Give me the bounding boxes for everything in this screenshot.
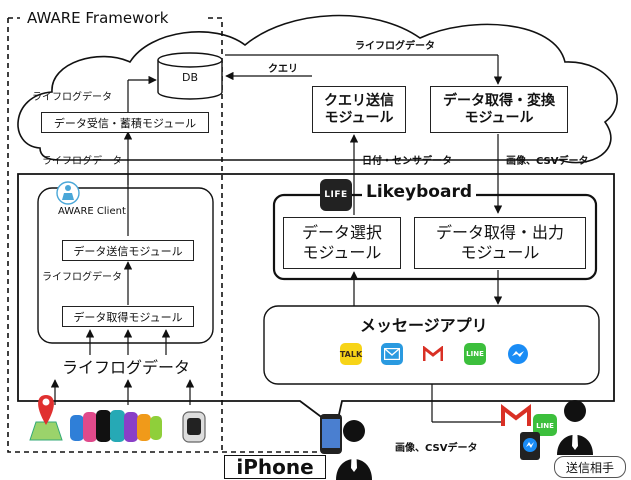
iphone-label-box: iPhone	[224, 455, 326, 479]
data-select-module-line1: データ選択	[301, 223, 382, 242]
likeyboard-logo: LIFE	[320, 179, 352, 211]
cloud-outline	[17, 14, 618, 164]
kakaotalk-icon: TALK	[340, 343, 362, 365]
query-send-module-line2: モジュール	[324, 109, 394, 126]
query-label: クエリ	[268, 64, 298, 75]
aware-client-title: AWARE Client	[58, 206, 126, 217]
data-acquire-module-label: データ取得モジュール	[73, 310, 183, 324]
recipient-label-box: 送信相手	[554, 456, 626, 478]
data-send-module-label: データ送信モジュール	[73, 244, 183, 258]
db-label: DB	[181, 71, 199, 84]
gmail-icon	[422, 343, 444, 365]
lifelog-label-left-top: ライフログデータ	[32, 92, 112, 103]
image-csv-data-label-top: 画像、CSVデータ	[506, 156, 589, 167]
likeyboard-logo-text: LIFE	[324, 190, 348, 200]
line-icon-text: LINE	[466, 350, 484, 358]
recipient-phone-icon	[520, 432, 540, 460]
user-person-icon	[336, 420, 372, 480]
lifelog-label-big: ライフログデータ	[62, 358, 191, 377]
recipient-gmail-icon	[501, 403, 531, 428]
lifelog-label-client: ライフログデータ	[42, 272, 122, 283]
aware-client-frame	[37, 187, 214, 344]
query-send-module-line1: クエリ送信	[324, 92, 394, 109]
location-map-icon	[29, 395, 63, 441]
lifelog-label-cloud-top: ライフログデータ	[355, 41, 435, 52]
db-cylinder	[157, 52, 223, 100]
data-acquire-output-module: データ取得・出力 モジュール	[414, 217, 586, 269]
date-sensor-data-label: 日付・センサデータ	[362, 156, 452, 167]
data-receive-store-module: データ受信・蓄積モジュール	[41, 112, 209, 133]
wearable-bands-icon	[70, 410, 162, 442]
recipient-label: 送信相手	[565, 460, 614, 475]
likeyboard-title: Likeyboard	[362, 182, 476, 202]
data-acquire-output-module-line2: モジュール	[460, 243, 540, 262]
line-icon: LINE	[464, 343, 486, 365]
data-acquire-output-module-line1: データ取得・出力	[435, 223, 564, 242]
smartwatch-icon	[182, 411, 206, 443]
recipient-line-icon: LINE	[533, 414, 557, 436]
data-acquire-transform-module: データ取得・変換 モジュール	[430, 86, 568, 133]
svg-text:LINE: LINE	[536, 422, 554, 430]
data-select-module-line2: モジュール	[302, 243, 382, 262]
iphone-device-icon	[320, 414, 342, 454]
aware-framework-frame	[7, 17, 332, 453]
messenger-app-title: メッセージアプリ	[360, 316, 488, 335]
data-acquire-module: データ取得モジュール	[62, 306, 194, 327]
data-acquire-transform-module-line1: データ取得・変換	[443, 92, 555, 109]
data-select-module: データ選択 モジュール	[283, 217, 401, 269]
aware-framework-title: AWARE Framework	[25, 9, 171, 27]
aware-client-icon	[56, 181, 80, 205]
messenger-icon	[507, 343, 529, 365]
kakaotalk-icon-text: TALK	[339, 349, 363, 359]
iphone-label: iPhone	[236, 455, 314, 479]
recipient-person-icon	[557, 400, 593, 455]
data-send-module: データ送信モジュール	[62, 240, 194, 261]
mail-icon	[381, 343, 403, 365]
query-send-module: クエリ送信 モジュール	[312, 86, 406, 133]
data-receive-store-module-label: データ受信・蓄積モジュール	[53, 116, 197, 130]
lifelog-label-left-mid: ライフログデータ	[42, 156, 122, 167]
image-csv-data-label-bottom: 画像、CSVデータ	[395, 443, 478, 454]
data-acquire-transform-module-line2: モジュール	[464, 109, 534, 126]
